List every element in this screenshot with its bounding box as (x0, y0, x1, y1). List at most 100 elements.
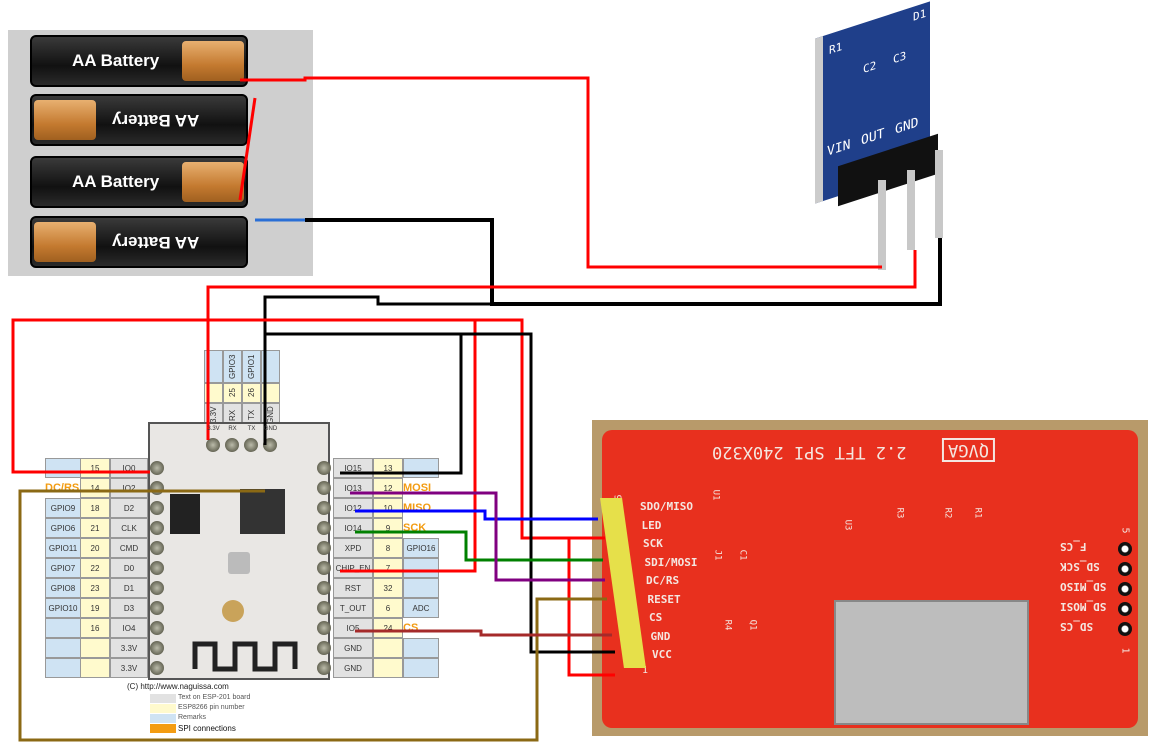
remarks-cell: GPIO1 (242, 350, 261, 383)
sd-card-slot (834, 600, 1029, 725)
board-text-cell: IO13 (333, 478, 373, 498)
pin-hole (150, 561, 164, 575)
board-text-cell: 3.3V (110, 638, 148, 658)
regulator-pin-vin (878, 180, 886, 270)
tft-pin-label: VCC (652, 648, 672, 661)
crystal (228, 552, 250, 574)
tft-title: 2.2 TFT SPI 240X320 (712, 442, 907, 462)
board-text-cell: IO2 (110, 478, 148, 498)
remarks-cell: GPIO6 (45, 518, 81, 538)
board-silk-label: TX (247, 425, 256, 432)
board-silk-label: RX (228, 425, 237, 432)
pin-number-cell: 7 (373, 558, 403, 578)
pin-hole (150, 541, 164, 555)
pin-hole (150, 481, 164, 495)
pin-number-cell: 8 (373, 538, 403, 558)
pin-hole (317, 521, 331, 535)
remarks-cell: GPIO16 (403, 538, 439, 558)
legend-text: ESP8266 pin number (178, 704, 245, 711)
legend-swatch (150, 714, 176, 723)
board-text-cell: T_OUT (333, 598, 373, 618)
pin-number-cell: 10 (373, 498, 403, 518)
pin-hole (150, 461, 164, 475)
remarks-cell: GPIO8 (45, 578, 81, 598)
pcb-antenna (192, 641, 298, 672)
pin-hole (263, 438, 277, 452)
sd-pin-label: SD_CS (1060, 620, 1094, 633)
pin-number-cell: 12 (373, 478, 403, 498)
pin-number-cell (80, 658, 110, 678)
remarks-cell (403, 558, 439, 578)
pin-hole (317, 581, 331, 595)
board-text-cell: D2 (110, 498, 148, 518)
board-text-cell: 3.3V (110, 658, 148, 678)
sd-pin-hole (1118, 562, 1132, 576)
pin-hole (317, 561, 331, 575)
pin-hole (150, 521, 164, 535)
copyright: (C) http://www.naguissa.com (127, 682, 229, 691)
sd-pin-label: F_CS (1060, 540, 1087, 553)
pin-hole (225, 438, 239, 452)
sd-pin-label: SD_MOSI (1060, 600, 1107, 613)
board-text-cell: IO4 (110, 618, 148, 638)
sd-pin-hole (1118, 582, 1132, 596)
remarks-cell (403, 578, 439, 598)
board-text-cell: CLK (110, 518, 148, 538)
pin-hole (150, 621, 164, 635)
battery-negative-to-gnd (305, 218, 942, 306)
battery: AA Battery (30, 156, 248, 208)
pin-number-cell (373, 638, 403, 658)
pin-number-cell: 22 (80, 558, 110, 578)
board-text-cell: IO15 (333, 458, 373, 478)
pin-hole (317, 641, 331, 655)
pin-number-cell: 14 (80, 478, 110, 498)
remarks-cell: DC/RS (45, 482, 80, 494)
remarks-cell (261, 350, 280, 383)
flash-chip (170, 494, 200, 534)
esp201-board (148, 422, 330, 680)
sd-pin-hole (1118, 542, 1132, 556)
board-text-cell: RST (333, 578, 373, 598)
pin-number-cell (261, 383, 280, 403)
pin-hole (206, 438, 220, 452)
remarks-cell: ADC (403, 598, 439, 618)
pin-hole (150, 601, 164, 615)
pin-number-cell: 26 (242, 383, 261, 403)
pin-hole (244, 438, 258, 452)
pin-hole (317, 481, 331, 495)
legend-text: Remarks (178, 714, 207, 721)
regulator-pin-out (907, 170, 915, 250)
pin-number-cell: 9 (373, 518, 403, 538)
pin-hole (317, 541, 331, 555)
board-text-cell: IO14 (333, 518, 373, 538)
legend-swatch (150, 694, 176, 703)
tft-pin-label: GND (650, 629, 671, 643)
board-text-cell: D1 (110, 578, 148, 598)
board-silk-label: GND (263, 425, 278, 432)
pin-number-cell: 20 (80, 538, 110, 558)
remarks-cell (45, 618, 81, 638)
remarks-cell (403, 458, 439, 478)
remarks-cell (45, 458, 81, 478)
board-silk-label: 3.3V (207, 425, 220, 432)
remarks-cell: GPIO11 (45, 538, 81, 558)
battery: AA Battery (30, 35, 248, 87)
tft-pin-label: RESET (647, 592, 681, 606)
pin-number-cell: 19 (80, 598, 110, 618)
pin-number-cell: 24 (373, 618, 403, 638)
pin-hole (150, 661, 164, 675)
remarks-cell (45, 638, 81, 658)
sd-pin-hole (1118, 602, 1132, 616)
sd-pin-label: SD_MISO (1060, 580, 1107, 593)
remarks-cell: GPIO7 (45, 558, 81, 578)
pin-number-cell: 16 (80, 618, 110, 638)
board-text-cell: D3 (110, 598, 148, 618)
pin-number-cell (80, 638, 110, 658)
pin-hole (317, 661, 331, 675)
legend-text: Text on ESP-201 board (178, 694, 251, 701)
pin-hole (150, 501, 164, 515)
pin-hole (317, 501, 331, 515)
board-text-cell: XPD (333, 538, 373, 558)
remarks-cell: GPIO9 (45, 498, 81, 518)
tft-brand: QVGA (942, 438, 995, 462)
